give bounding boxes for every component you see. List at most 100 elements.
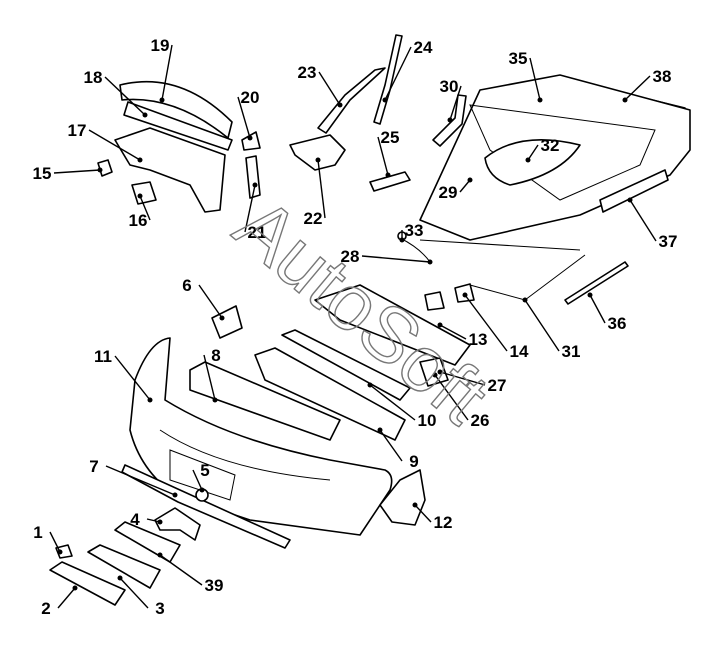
leader-dot-36 [587, 292, 593, 298]
part-label-3: 3 [155, 599, 164, 618]
part-12 [379, 469, 426, 526]
part-label-29: 29 [439, 183, 458, 202]
leader-line-36 [589, 294, 606, 324]
leader-line-2 [57, 587, 76, 609]
leader-line-7 [105, 465, 176, 496]
part-label-22: 22 [304, 209, 323, 228]
leader-line-21 [244, 184, 256, 233]
leader-line-8 [203, 354, 216, 401]
part-label-12: 12 [434, 513, 453, 532]
part-17 [114, 127, 226, 213]
leader-dot-14 [462, 292, 468, 298]
part-9 [254, 347, 406, 441]
leader-line-19 [161, 44, 173, 101]
part-16 [131, 181, 157, 205]
part-31 [469, 254, 586, 301]
leader-line-35 [529, 57, 541, 101]
leader-dot-1 [57, 549, 63, 555]
part-label-11: 11 [94, 347, 112, 366]
leader-dot-24 [382, 97, 388, 103]
part-8 [189, 361, 341, 441]
part-label-23: 23 [298, 63, 317, 82]
part-label-21: 21 [248, 223, 267, 242]
part-23 [317, 67, 386, 134]
leader-dot-19 [159, 97, 165, 103]
leader-line-24 [384, 46, 412, 101]
leader-dot-25 [385, 172, 391, 178]
leader-dot-39 [157, 552, 163, 558]
leader-line-18 [104, 76, 146, 116]
part-22 [289, 134, 346, 171]
part-label-37: 37 [659, 232, 678, 251]
leader-line-20 [237, 96, 251, 139]
leader-line-31 [524, 299, 560, 352]
leader-dot-32 [525, 157, 531, 163]
leader-dot-37 [627, 197, 633, 203]
leader-line-14 [464, 294, 508, 352]
leader-line-39 [159, 554, 203, 586]
part-label-6: 6 [182, 276, 191, 295]
leader-dot-26 [432, 372, 438, 378]
leader-line-17 [88, 129, 141, 161]
leader-dot-20 [247, 135, 253, 141]
leader-line-5 [192, 469, 203, 491]
leader-line-6 [198, 284, 223, 319]
part-3 [87, 544, 161, 589]
part-label-39: 39 [205, 576, 224, 595]
leader-dot-15 [97, 167, 103, 173]
leader-dot-35 [537, 97, 543, 103]
part-20 [241, 131, 261, 151]
part-label-16: 16 [129, 211, 148, 230]
leader-dot-21 [252, 182, 258, 188]
part-label-27: 27 [488, 376, 507, 395]
part-label-30: 30 [440, 77, 459, 96]
part-10 [281, 329, 411, 401]
part-28 [399, 237, 431, 263]
leader-dot-5 [199, 487, 205, 493]
part-label-17: 17 [68, 121, 87, 140]
leader-dot-6 [219, 315, 225, 321]
parts-drawing [49, 34, 691, 606]
leader-line-26 [434, 374, 469, 421]
leader-dot-30 [447, 117, 453, 123]
part-label-38: 38 [653, 67, 672, 86]
part-label-13: 13 [469, 330, 488, 349]
leader-dot-38 [622, 97, 628, 103]
leader-dot-13 [437, 322, 443, 328]
part-label-2: 2 [41, 599, 50, 618]
leader-line-23 [318, 71, 341, 106]
leader-line-3 [119, 577, 149, 609]
leader-line-32 [527, 144, 539, 161]
part-label-28: 28 [341, 247, 360, 266]
leader-line-9 [379, 429, 403, 462]
leader-line-38 [624, 75, 651, 101]
part-21 [245, 155, 261, 199]
leader-dot-31 [522, 297, 528, 303]
part-label-4: 4 [130, 510, 140, 529]
part-label-9: 9 [409, 452, 418, 471]
leader-dot-29 [467, 177, 473, 183]
leader-line-28 [361, 255, 431, 263]
part-19 [119, 80, 233, 139]
part-36 [564, 261, 629, 305]
part-label-36: 36 [608, 314, 627, 333]
part-label-19: 19 [151, 36, 170, 55]
part-18 [123, 101, 233, 151]
part-label-25: 25 [381, 128, 400, 147]
leader-line-15 [53, 169, 101, 174]
leader-dot-4 [157, 519, 163, 525]
part-32 [484, 138, 581, 186]
leader-line-12 [414, 504, 432, 523]
part-25 [369, 171, 411, 192]
leader-dot-9 [377, 427, 383, 433]
part-label-33: 33 [405, 221, 424, 240]
leader-line-13 [439, 324, 467, 340]
part-26 [419, 357, 449, 387]
part-label-32: 32 [541, 136, 560, 155]
part-label-7: 7 [89, 457, 98, 476]
leader-dot-11 [147, 397, 153, 403]
part-label-10: 10 [418, 411, 437, 430]
